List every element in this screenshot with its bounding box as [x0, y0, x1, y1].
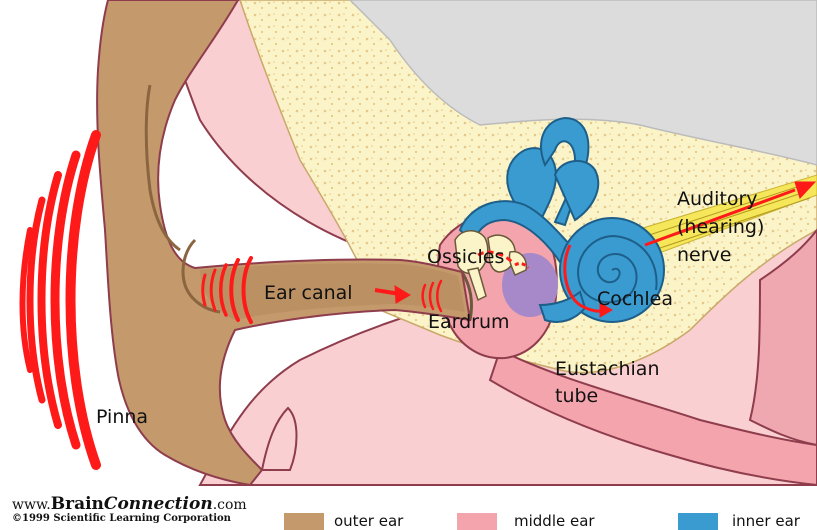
legend-label-outer: outer ear — [334, 512, 403, 530]
legend-label-inner: inner ear — [732, 512, 800, 530]
label-nerve: nerve — [677, 244, 731, 266]
credit-site-suffix: .com — [213, 497, 247, 513]
legend-label-middle: middle ear — [514, 512, 595, 530]
sound-waves-outside — [23, 135, 97, 465]
label-pinna: Pinna — [96, 406, 148, 428]
label-eustachian: Eustachian — [555, 358, 660, 380]
label-tube: tube — [555, 385, 598, 407]
legend-swatch-outer — [284, 513, 324, 530]
credit-block: www.BrainConnection.com ©1999 Scientific… — [12, 496, 247, 525]
credit-site-prefix: www. — [12, 497, 51, 513]
legend-swatch-middle — [457, 513, 497, 530]
label-eardrum: Eardrum — [428, 311, 510, 333]
credit-site-connection: Connection — [104, 494, 213, 514]
legend-swatch-inner — [678, 513, 718, 530]
label-auditory: Auditory — [677, 188, 758, 210]
label-ossicles: Ossicles — [427, 246, 504, 268]
credit-site-brain: Brain — [51, 494, 104, 514]
credit-copyright: ©1999 Scientific Learning Corporation — [12, 513, 247, 525]
label-cochlea: Cochlea — [597, 288, 673, 310]
label-ear-canal: Ear canal — [264, 282, 353, 304]
label-hearing: (hearing) — [677, 216, 764, 238]
credit-site: www.BrainConnection.com — [12, 496, 247, 513]
